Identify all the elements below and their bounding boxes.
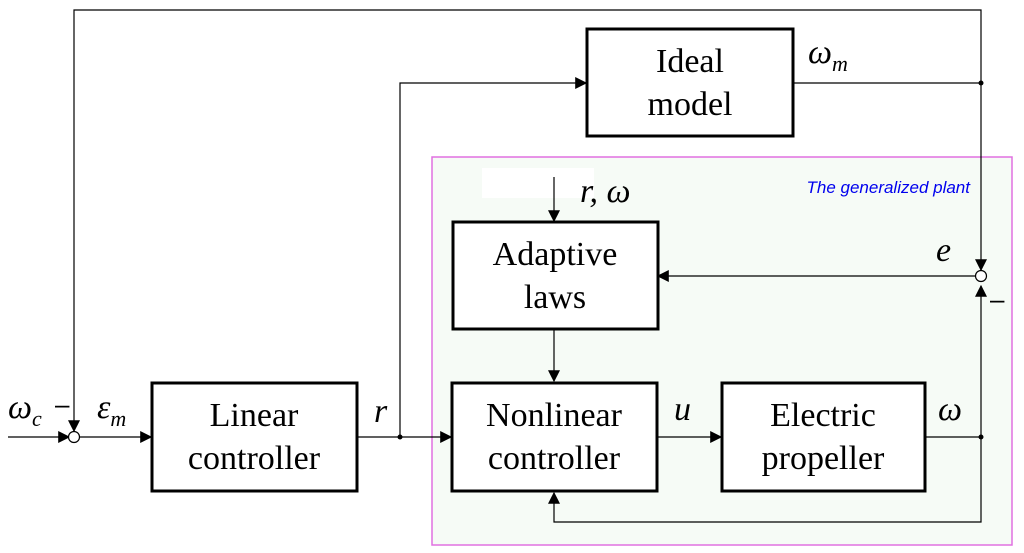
- adaptive-laws-line-1: Adaptive: [493, 236, 618, 273]
- input-minus-sign: –: [55, 389, 70, 419]
- omega-label: ω: [938, 391, 962, 428]
- r-omega-label: r, ω: [580, 173, 630, 210]
- input-summing-junction: [67, 430, 81, 444]
- nonlinear-controller-line-1: Nonlinear: [486, 397, 623, 434]
- adaptive-laws-line-2: laws: [524, 279, 586, 316]
- linear-controller-line-2: controller: [188, 440, 321, 477]
- omega-m-label: ωm: [808, 34, 848, 76]
- omega-feedback-to-nonlinear-line: [548, 437, 982, 523]
- electric-propeller-block: Electric propeller: [720, 381, 927, 493]
- r-to-ideal-model-line: [399, 77, 588, 437]
- plant-label-background: [482, 168, 594, 198]
- electric-propeller-line-2: propeller: [762, 440, 885, 477]
- linear-controller-line-1: Linear: [210, 397, 299, 434]
- error-summing-junction: [974, 269, 988, 283]
- epsilon-m-label: εm: [97, 389, 126, 431]
- linear-controller-block: Linear controller: [150, 381, 359, 493]
- outer-feedback-line: [68, 9, 982, 433]
- r-branch-node: [397, 434, 403, 440]
- ideal-model-block: Ideal model: [585, 27, 795, 138]
- ideal-model-line-2: model: [648, 86, 733, 123]
- r-label: r: [374, 393, 388, 430]
- e-label: e: [936, 232, 951, 269]
- electric-propeller-line-1: Electric: [770, 397, 876, 434]
- nonlinear-controller-block: Nonlinear controller: [450, 381, 659, 493]
- ideal-model-line-1: Ideal: [656, 43, 724, 80]
- u-label: u: [674, 391, 691, 428]
- nonlinear-controller-line-2: controller: [488, 440, 621, 477]
- error-minus-sign: –: [990, 284, 1005, 314]
- omega-c-label: ωc: [8, 389, 42, 431]
- adaptive-laws-block: Adaptive laws: [451, 220, 660, 331]
- generalized-plant-label: The generalized plant: [806, 178, 971, 197]
